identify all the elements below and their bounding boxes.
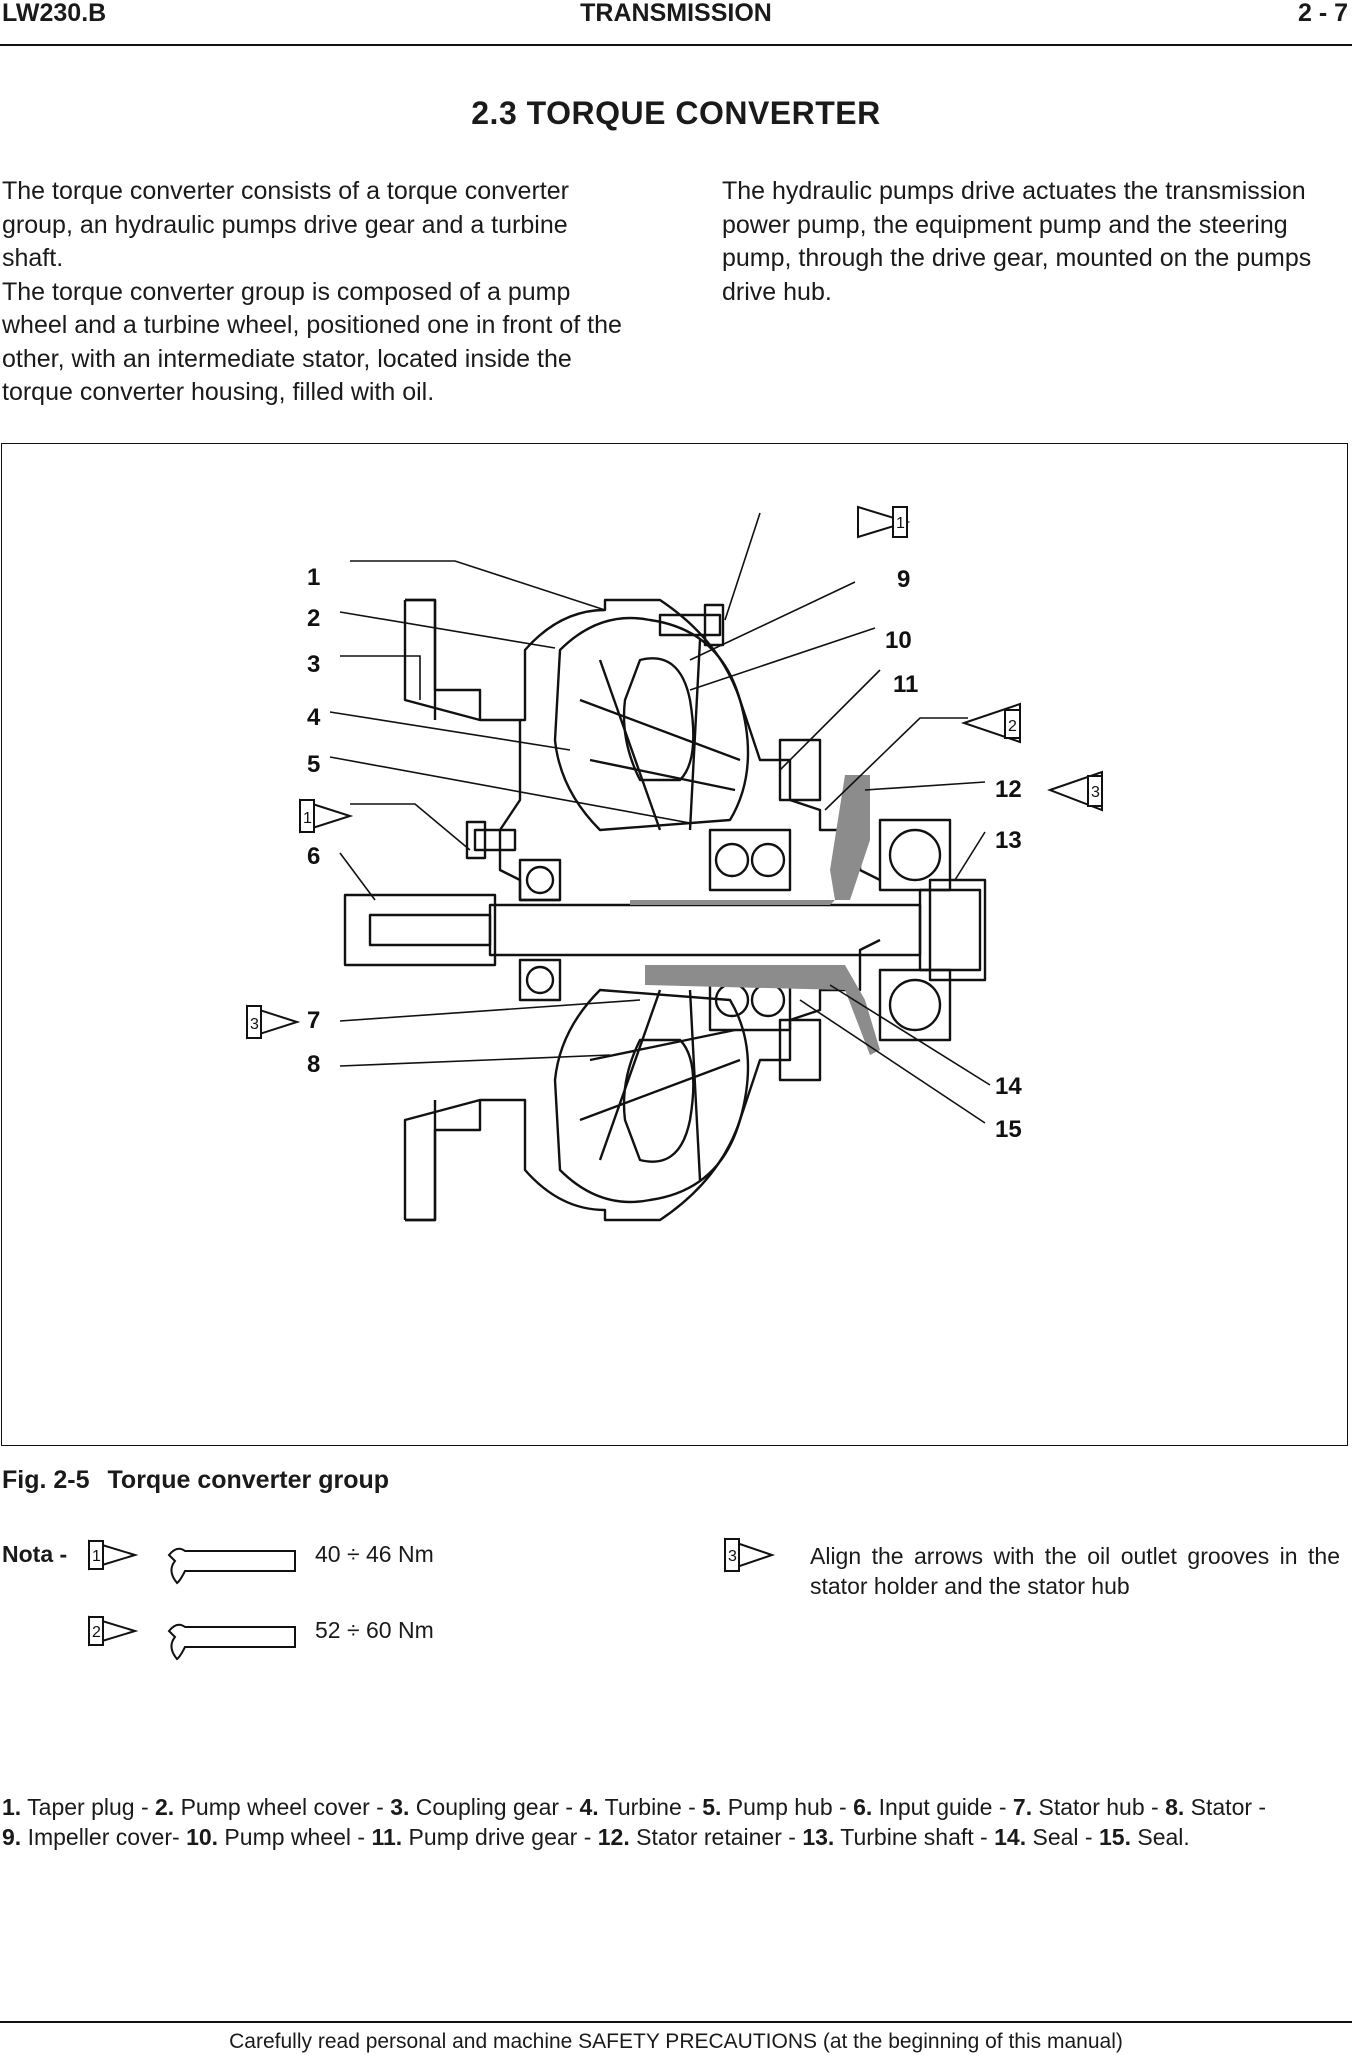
legend-number: 10. [186, 1824, 219, 1850]
footer-rule [0, 2021, 1352, 2023]
legend-number: 14. [994, 1824, 1027, 1850]
header-rule [0, 44, 1352, 46]
legend-number: 12. [597, 1824, 630, 1850]
legend-number: 11. [371, 1824, 403, 1850]
callout-numbers: 1 2 3 4 5 6 7 8 9 10 11 12 13 14 15 [307, 564, 1022, 1143]
legend-part-name: Pump wheel - [218, 1824, 372, 1850]
svg-text:13: 13 [995, 827, 1022, 854]
figure-caption: Fig. 2-5 Torque converter group [2, 1466, 389, 1495]
torque-converter-drawing: 1 2 3 1 3 1 2 3 4 5 6 7 8 9 10 11 12 13 … [246, 505, 1103, 1222]
svg-text:2: 2 [1008, 718, 1017, 735]
svg-text:11: 11 [893, 671, 918, 698]
legend-part-name: Pump wheel cover - [174, 1794, 391, 1820]
legend-part-name: Stator - [1184, 1794, 1267, 1820]
note-marker-3: 3 [728, 1548, 737, 1565]
svg-text:8: 8 [307, 1051, 320, 1078]
legend-part-name: Pump drive gear - [402, 1824, 598, 1850]
intro-paragraph-1: The torque converter consists of a torqu… [2, 177, 569, 272]
header-model-code: LW230.B [2, 0, 107, 27]
legend-part-name: Turbine - [598, 1794, 703, 1820]
torque-value-1: 40 ÷ 46 Nm [315, 1541, 434, 1567]
svg-text:15: 15 [995, 1116, 1022, 1143]
svg-text:1: 1 [307, 564, 320, 591]
legend-number: 9. [2, 1824, 22, 1850]
legend-number: 7. [1012, 1794, 1033, 1820]
svg-text:3: 3 [1091, 784, 1100, 801]
svg-text:2: 2 [307, 605, 320, 632]
legend-number: 13. [802, 1824, 835, 1850]
svg-text:6: 6 [307, 843, 320, 870]
svg-text:4: 4 [307, 704, 321, 731]
torque-marker-2: 2 [92, 1624, 101, 1641]
legend-number: 8. [1165, 1794, 1185, 1820]
svg-text:1: 1 [303, 810, 312, 827]
intro-right-column: The hydraulic pumps drive actuates the t… [722, 175, 1352, 309]
intro-paragraph-3: The hydraulic pumps drive actuates the t… [722, 177, 1312, 306]
alignment-note: Align the arrows with the oil outlet gro… [810, 1543, 1340, 1599]
legend-part-name: Turbine shaft - [834, 1824, 995, 1850]
svg-text:10: 10 [885, 627, 912, 654]
legend-part-name: Stator retainer - [629, 1824, 803, 1850]
svg-text:3: 3 [250, 1016, 259, 1033]
torque-symbols: 1 2 [88, 1539, 296, 1661]
note-marker-3-symbol: 3 [724, 1537, 776, 1573]
nota-label: Nota - [2, 1541, 68, 1567]
torque-marker-1-top [857, 505, 911, 539]
legend-part-name: Impeller cover- [21, 1824, 187, 1850]
section-title: 2.3 TORQUE CONVERTER [471, 95, 881, 131]
legend-number: 15. [1098, 1824, 1131, 1850]
legend-number: 1. [2, 1794, 22, 1820]
legend-part-name: Seal - [1026, 1824, 1099, 1850]
figure-title: Torque converter group [107, 1466, 390, 1494]
svg-text:9: 9 [897, 566, 910, 593]
svg-text:7: 7 [307, 1007, 320, 1034]
legend-number: 3. [390, 1794, 410, 1820]
torque-marker-1: 1 [92, 1548, 101, 1565]
torque-value-2: 52 ÷ 60 Nm [315, 1617, 434, 1643]
figure-frame [1, 443, 1348, 1446]
legend-part-name: Pump hub - [721, 1794, 854, 1820]
figure-number: Fig. 2-5 [2, 1466, 90, 1494]
legend-number: 6. [853, 1794, 873, 1820]
legend-part-name: Coupling gear - [409, 1794, 580, 1820]
legend-number: 4. [579, 1794, 599, 1820]
intro-left-column: The torque converter consists of a torqu… [2, 175, 632, 410]
legend-number: 5. [702, 1794, 722, 1820]
svg-text:12: 12 [995, 776, 1022, 803]
legend-part-name: Stator hub - [1032, 1794, 1166, 1820]
svg-text:1: 1 [896, 515, 905, 532]
header-chapter-title: TRANSMISSION [580, 0, 772, 27]
intro-paragraph-2: The torque converter group is composed o… [2, 277, 622, 407]
legend-part-name: Input guide - [872, 1794, 1013, 1820]
parts-legend: 1. Taper plug - 2. Pump wheel cover - 3.… [2, 1792, 1350, 1852]
svg-text:3: 3 [307, 651, 320, 678]
legend-part-name: Seal. [1130, 1824, 1190, 1850]
svg-text:14: 14 [995, 1073, 1022, 1100]
svg-text:5: 5 [307, 751, 320, 778]
legend-part-name: Taper plug - [21, 1794, 156, 1820]
footer-safety-note: Carefully read personal and machine SAFE… [229, 2030, 1123, 2053]
legend-number: 2. [155, 1794, 175, 1820]
header-page-number: 2 - 7 [1297, 0, 1348, 27]
